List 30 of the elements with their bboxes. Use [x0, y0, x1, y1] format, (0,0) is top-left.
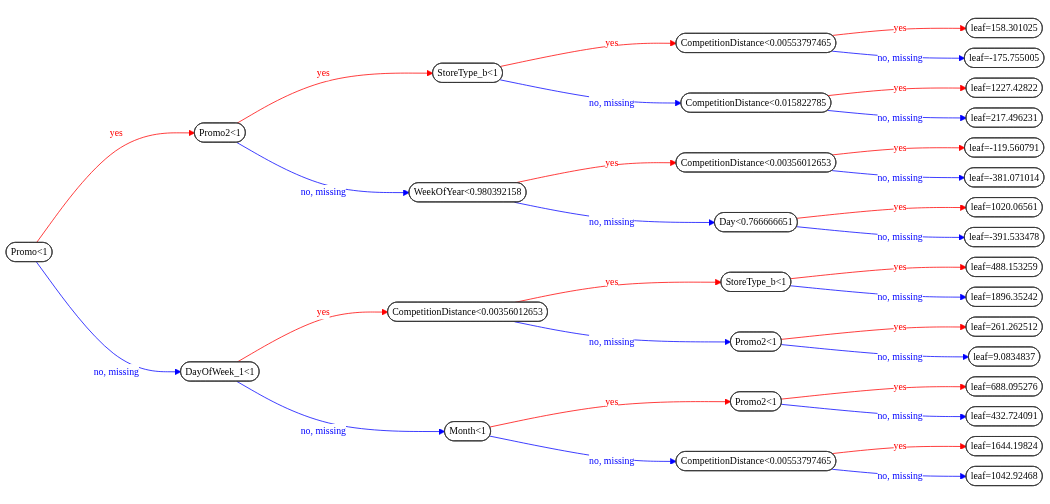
- edge-label: yes: [893, 380, 907, 392]
- edge-label: yes: [605, 37, 619, 49]
- edge-label: no, missing: [877, 290, 923, 303]
- edge-label: no, missing: [877, 470, 923, 482]
- edge-label: no, missing: [300, 425, 347, 437]
- edge-label: yes: [605, 395, 619, 407]
- edge-label: no, missing: [93, 365, 140, 377]
- edge-label: yes: [893, 81, 907, 94]
- edge-label: no, missing: [589, 455, 635, 467]
- edge-label: yes: [893, 320, 907, 333]
- edge-label: yes: [109, 126, 123, 139]
- edge-label: no, missing: [877, 231, 923, 243]
- edge-label: no, missing: [877, 171, 923, 183]
- edge-label: yes: [316, 305, 330, 318]
- edge-label: no, missing: [877, 410, 923, 422]
- edge-label: no, missing: [589, 96, 635, 109]
- edge-label: yes: [605, 156, 619, 168]
- edge-label: yes: [893, 440, 907, 452]
- edge-label: no, missing: [877, 111, 923, 124]
- edge-label: yes: [605, 276, 619, 288]
- edge-label: no, missing: [589, 335, 635, 348]
- edge-label: yes: [316, 66, 330, 79]
- edge-label: no, missing: [300, 186, 347, 198]
- edge-label: no, missing: [589, 216, 635, 228]
- edge-label: yes: [893, 22, 907, 34]
- edge-label: yes: [893, 201, 907, 213]
- edge-label: yes: [893, 261, 907, 273]
- edge-label: no, missing: [877, 52, 923, 64]
- edge-label: no, missing: [877, 350, 923, 363]
- edge-label: yes: [893, 141, 907, 153]
